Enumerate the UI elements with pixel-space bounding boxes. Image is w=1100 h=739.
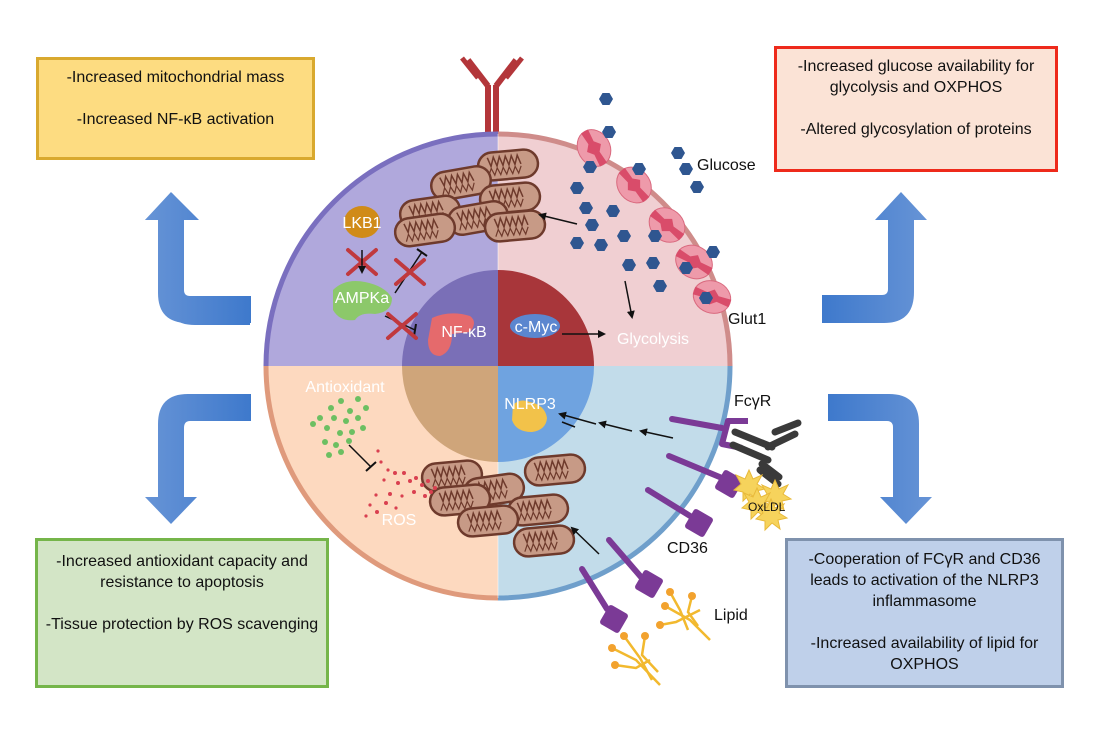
label-glycolysis: Glycolysis xyxy=(617,331,689,348)
outcome-text: -Increased NF-κB activation xyxy=(76,111,275,128)
outcome-box-mitochondrial: -Increased mitochondrial mass -Increased… xyxy=(36,57,315,160)
membrane-bottom-left xyxy=(263,365,499,601)
label-nlrp3: NLRP3 xyxy=(504,396,556,413)
label-cd36: CD36 xyxy=(667,540,708,557)
bent-arrow-bottom-left xyxy=(145,394,251,524)
cd36-receptor-icon xyxy=(666,453,743,498)
membrane-bottom-right xyxy=(497,365,733,601)
label-fcgr: FcγR xyxy=(734,393,771,410)
outcome-text: -Increased availability of lipid for OXP… xyxy=(810,635,1039,673)
outcome-text: -Increased mitochondrial mass xyxy=(66,69,285,86)
label-glucose: Glucose xyxy=(697,157,756,174)
label-lipid: Lipid xyxy=(714,607,748,624)
membrane-top-right xyxy=(497,131,733,367)
nlrp3-protein-icon xyxy=(512,400,547,432)
outcome-text: -Altered glycosylation of proteins xyxy=(800,121,1032,138)
outcome-text: -Increased antioxidant capacity and resi… xyxy=(56,553,308,591)
bent-arrow-top-left-body xyxy=(145,192,251,323)
outcome-text: -Cooperation of FCγR and CD36 leads to a… xyxy=(808,551,1041,610)
cd36-lipid-receptor-icon xyxy=(579,537,663,633)
bent-arrow-top-right xyxy=(822,192,927,323)
outcome-box-glucose: -Increased glucose availability for glyc… xyxy=(774,46,1058,172)
antibody-bound-icon xyxy=(729,419,802,488)
ros-particles-icon xyxy=(364,449,437,518)
label-lkb1: LKB1 xyxy=(342,215,381,232)
lkb1-protein-icon xyxy=(344,206,380,238)
label-ampka: AMPKa xyxy=(335,290,389,307)
label-ros: ROS xyxy=(382,512,417,529)
nfkb-protein-icon xyxy=(428,313,474,356)
label-nfkb: NF-κB xyxy=(441,324,486,341)
nucleus-bottom-right xyxy=(498,366,594,462)
lipid-chains-icon xyxy=(611,591,711,686)
outcome-text: -Tissue protection by ROS scavenging xyxy=(45,616,319,633)
cd36-receptor-icon xyxy=(645,487,713,537)
label-antioxidant: Antioxidant xyxy=(305,379,385,396)
outcome-box-nlrp3-lipid: -Cooperation of FCγR and CD36 leads to a… xyxy=(785,538,1064,688)
antibody-top-icon xyxy=(460,56,524,147)
bent-arrow-bottom-right xyxy=(828,394,932,524)
membrane-top-left xyxy=(263,131,499,367)
outcome-text: -Increased glucose availability for glyc… xyxy=(797,58,1035,96)
label-glut1: Glut1 xyxy=(728,311,766,328)
antioxidant-particles-icon xyxy=(310,396,369,458)
outcome-box-antioxidant: -Increased antioxidant capacity and resi… xyxy=(35,538,329,688)
lipid-heads-icon xyxy=(608,588,696,669)
nucleus-bottom-left xyxy=(402,366,498,462)
label-oxldl: OxLDL xyxy=(748,500,786,514)
cmyc-protein-icon xyxy=(510,314,560,338)
label-cmyc: c-Myc xyxy=(515,319,558,336)
ampka-protein-icon xyxy=(333,281,392,321)
